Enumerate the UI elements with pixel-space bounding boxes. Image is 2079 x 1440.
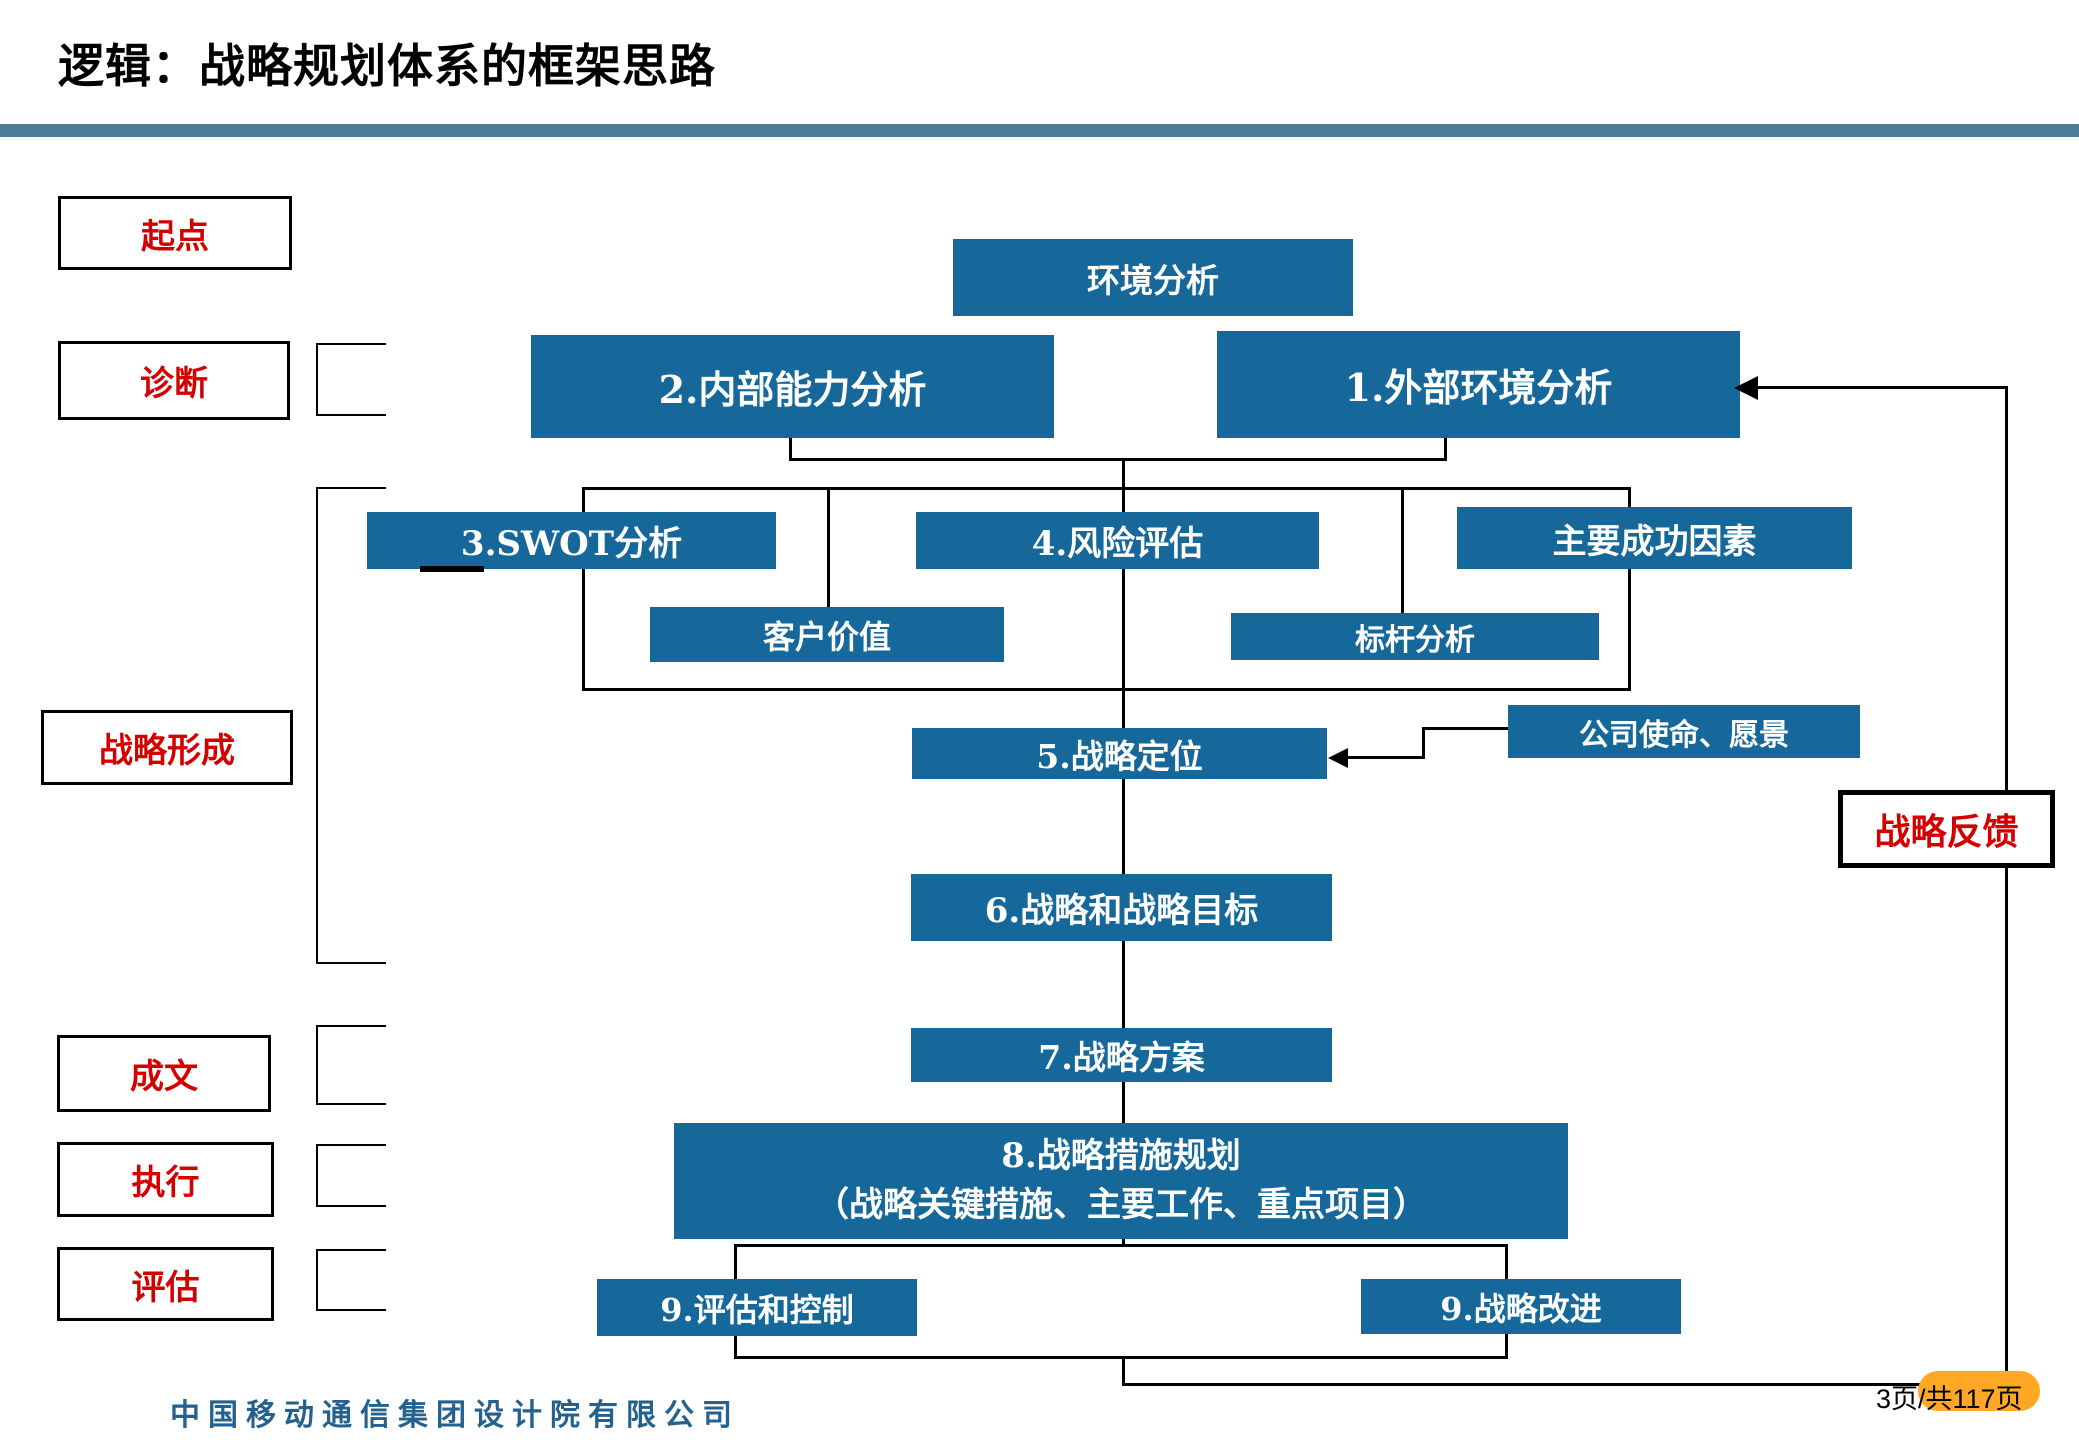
box-success-factors: 主要成功因素 bbox=[1457, 507, 1852, 569]
stage-label-documentation: 成文 bbox=[57, 1035, 271, 1112]
stage-label-documentation-text: 成文 bbox=[130, 1058, 198, 1096]
connector-measures-hline bbox=[734, 1244, 1508, 1247]
box-internal-analysis-text: 2.内部能力分析 bbox=[658, 367, 927, 412]
stage-label-formation-text: 战略形成 bbox=[99, 732, 235, 770]
box-strategy-plan: 7.战略方案 bbox=[911, 1028, 1332, 1082]
box-swot-analysis-text: 3.SWOT分析 bbox=[460, 524, 683, 564]
box-strategy-improvement-text: 9.战略改进 bbox=[1440, 1289, 1602, 1328]
box-evaluation-control: 9.评估和控制 bbox=[597, 1279, 917, 1336]
box-evaluation-control-text: 9.评估和控制 bbox=[660, 1290, 854, 1329]
feedback-label-box: 战略反馈 bbox=[1838, 790, 2055, 868]
box-success-factors-text: 主要成功因素 bbox=[1552, 521, 1757, 562]
stage-label-diagnosis: 诊断 bbox=[58, 341, 290, 420]
stage-label-evaluation-text: 评估 bbox=[131, 1268, 200, 1307]
box-strategy-goals: 6.战略和战略目标 bbox=[911, 874, 1332, 941]
box-strategy-plan-text: 7.战略方案 bbox=[1038, 1038, 1205, 1077]
connector-bottom-uline bbox=[734, 1356, 1508, 1359]
connector-diagnosis-hline bbox=[789, 458, 1447, 461]
box-strategy-goals-text: 6.战略和战略目标 bbox=[984, 891, 1259, 931]
stage-label-execution: 执行 bbox=[57, 1142, 274, 1217]
box-risk-assessment: 4.风险评估 bbox=[916, 512, 1319, 569]
connector-feedback-vline bbox=[2005, 386, 2008, 1386]
page-title: 逻辑：战略规划体系的框架思路 bbox=[58, 40, 716, 92]
box-customer-value: 客户价值 bbox=[650, 607, 1004, 662]
box-mission-vision: 公司使命、愿景 bbox=[1508, 705, 1860, 758]
mission-arrow-seg2 bbox=[1422, 727, 1425, 759]
stage-label-start-text: 起点 bbox=[141, 217, 209, 256]
stage-label-formation: 战略形成 bbox=[41, 710, 293, 785]
connector-central-spine bbox=[1122, 458, 1125, 1246]
page-number: 3页/共117页 bbox=[1876, 1384, 2023, 1414]
mission-arrow-seg1 bbox=[1422, 727, 1510, 730]
box-internal-analysis: 2.内部能力分析 bbox=[531, 335, 1054, 438]
box-strategy-improvement: 9.战略改进 bbox=[1361, 1279, 1681, 1334]
connector-bottom-stub bbox=[1122, 1356, 1125, 1386]
connector-benchmark-vline bbox=[1401, 487, 1404, 617]
box-benchmark-analysis-text: 标杆分析 bbox=[1355, 622, 1475, 658]
feedback-label-text: 战略反馈 bbox=[1874, 811, 2019, 852]
box-external-analysis: 1.外部环境分析 bbox=[1217, 331, 1740, 438]
mission-arrowhead-left-icon bbox=[1328, 748, 1348, 768]
box-strategy-measures-line1: 8.战略措施规划 bbox=[1001, 1135, 1241, 1176]
stage-label-evaluation: 评估 bbox=[57, 1247, 274, 1321]
box-mission-vision-text: 公司使命、愿景 bbox=[1579, 717, 1789, 753]
box-strategy-measures: 8.战略措施规划 （战略关键措施、主要工作、重点项目） bbox=[674, 1123, 1568, 1239]
box-benchmark-analysis: 标杆分析 bbox=[1231, 613, 1599, 660]
connector-external-stub bbox=[1444, 438, 1447, 461]
box-customer-value-text: 客户价值 bbox=[762, 617, 891, 656]
connector-feedback-hline bbox=[1122, 1383, 2008, 1386]
box-environment-analysis-text: 环境分析 bbox=[1087, 260, 1219, 300]
connector-feedback-arrowline bbox=[1756, 386, 2008, 389]
connector-customer-vline bbox=[827, 487, 830, 612]
connector-internal-stub bbox=[789, 438, 792, 461]
box-environment-analysis: 环境分析 bbox=[953, 239, 1353, 316]
stage-label-execution-text: 执行 bbox=[131, 1164, 200, 1202]
mission-arrow-seg3 bbox=[1344, 756, 1425, 759]
feedback-arrowhead-left-icon bbox=[1734, 376, 1758, 400]
box-strategy-measures-line2: （战略关键措施、主要工作、重点项目） bbox=[815, 1185, 1427, 1225]
stage-label-start: 起点 bbox=[58, 196, 292, 270]
stage-label-diagnosis-text: 诊断 bbox=[140, 365, 208, 403]
box-strategic-positioning-text: 5.战略定位 bbox=[1036, 736, 1203, 776]
company-name: 中国移动通信集团设计院有限公司 bbox=[170, 1398, 740, 1433]
page-number-highlight bbox=[1918, 1371, 2040, 1411]
swot-underline-mark bbox=[420, 566, 484, 572]
box-risk-assessment-text: 4.风险评估 bbox=[1031, 524, 1204, 564]
connector-analysis-frame bbox=[582, 487, 1631, 691]
box-strategic-positioning: 5.战略定位 bbox=[912, 728, 1327, 779]
box-swot-analysis: 3.SWOT分析 bbox=[367, 512, 776, 569]
box-external-analysis-text: 1.外部环境分析 bbox=[1344, 365, 1613, 410]
title-divider-bar bbox=[0, 124, 2079, 137]
